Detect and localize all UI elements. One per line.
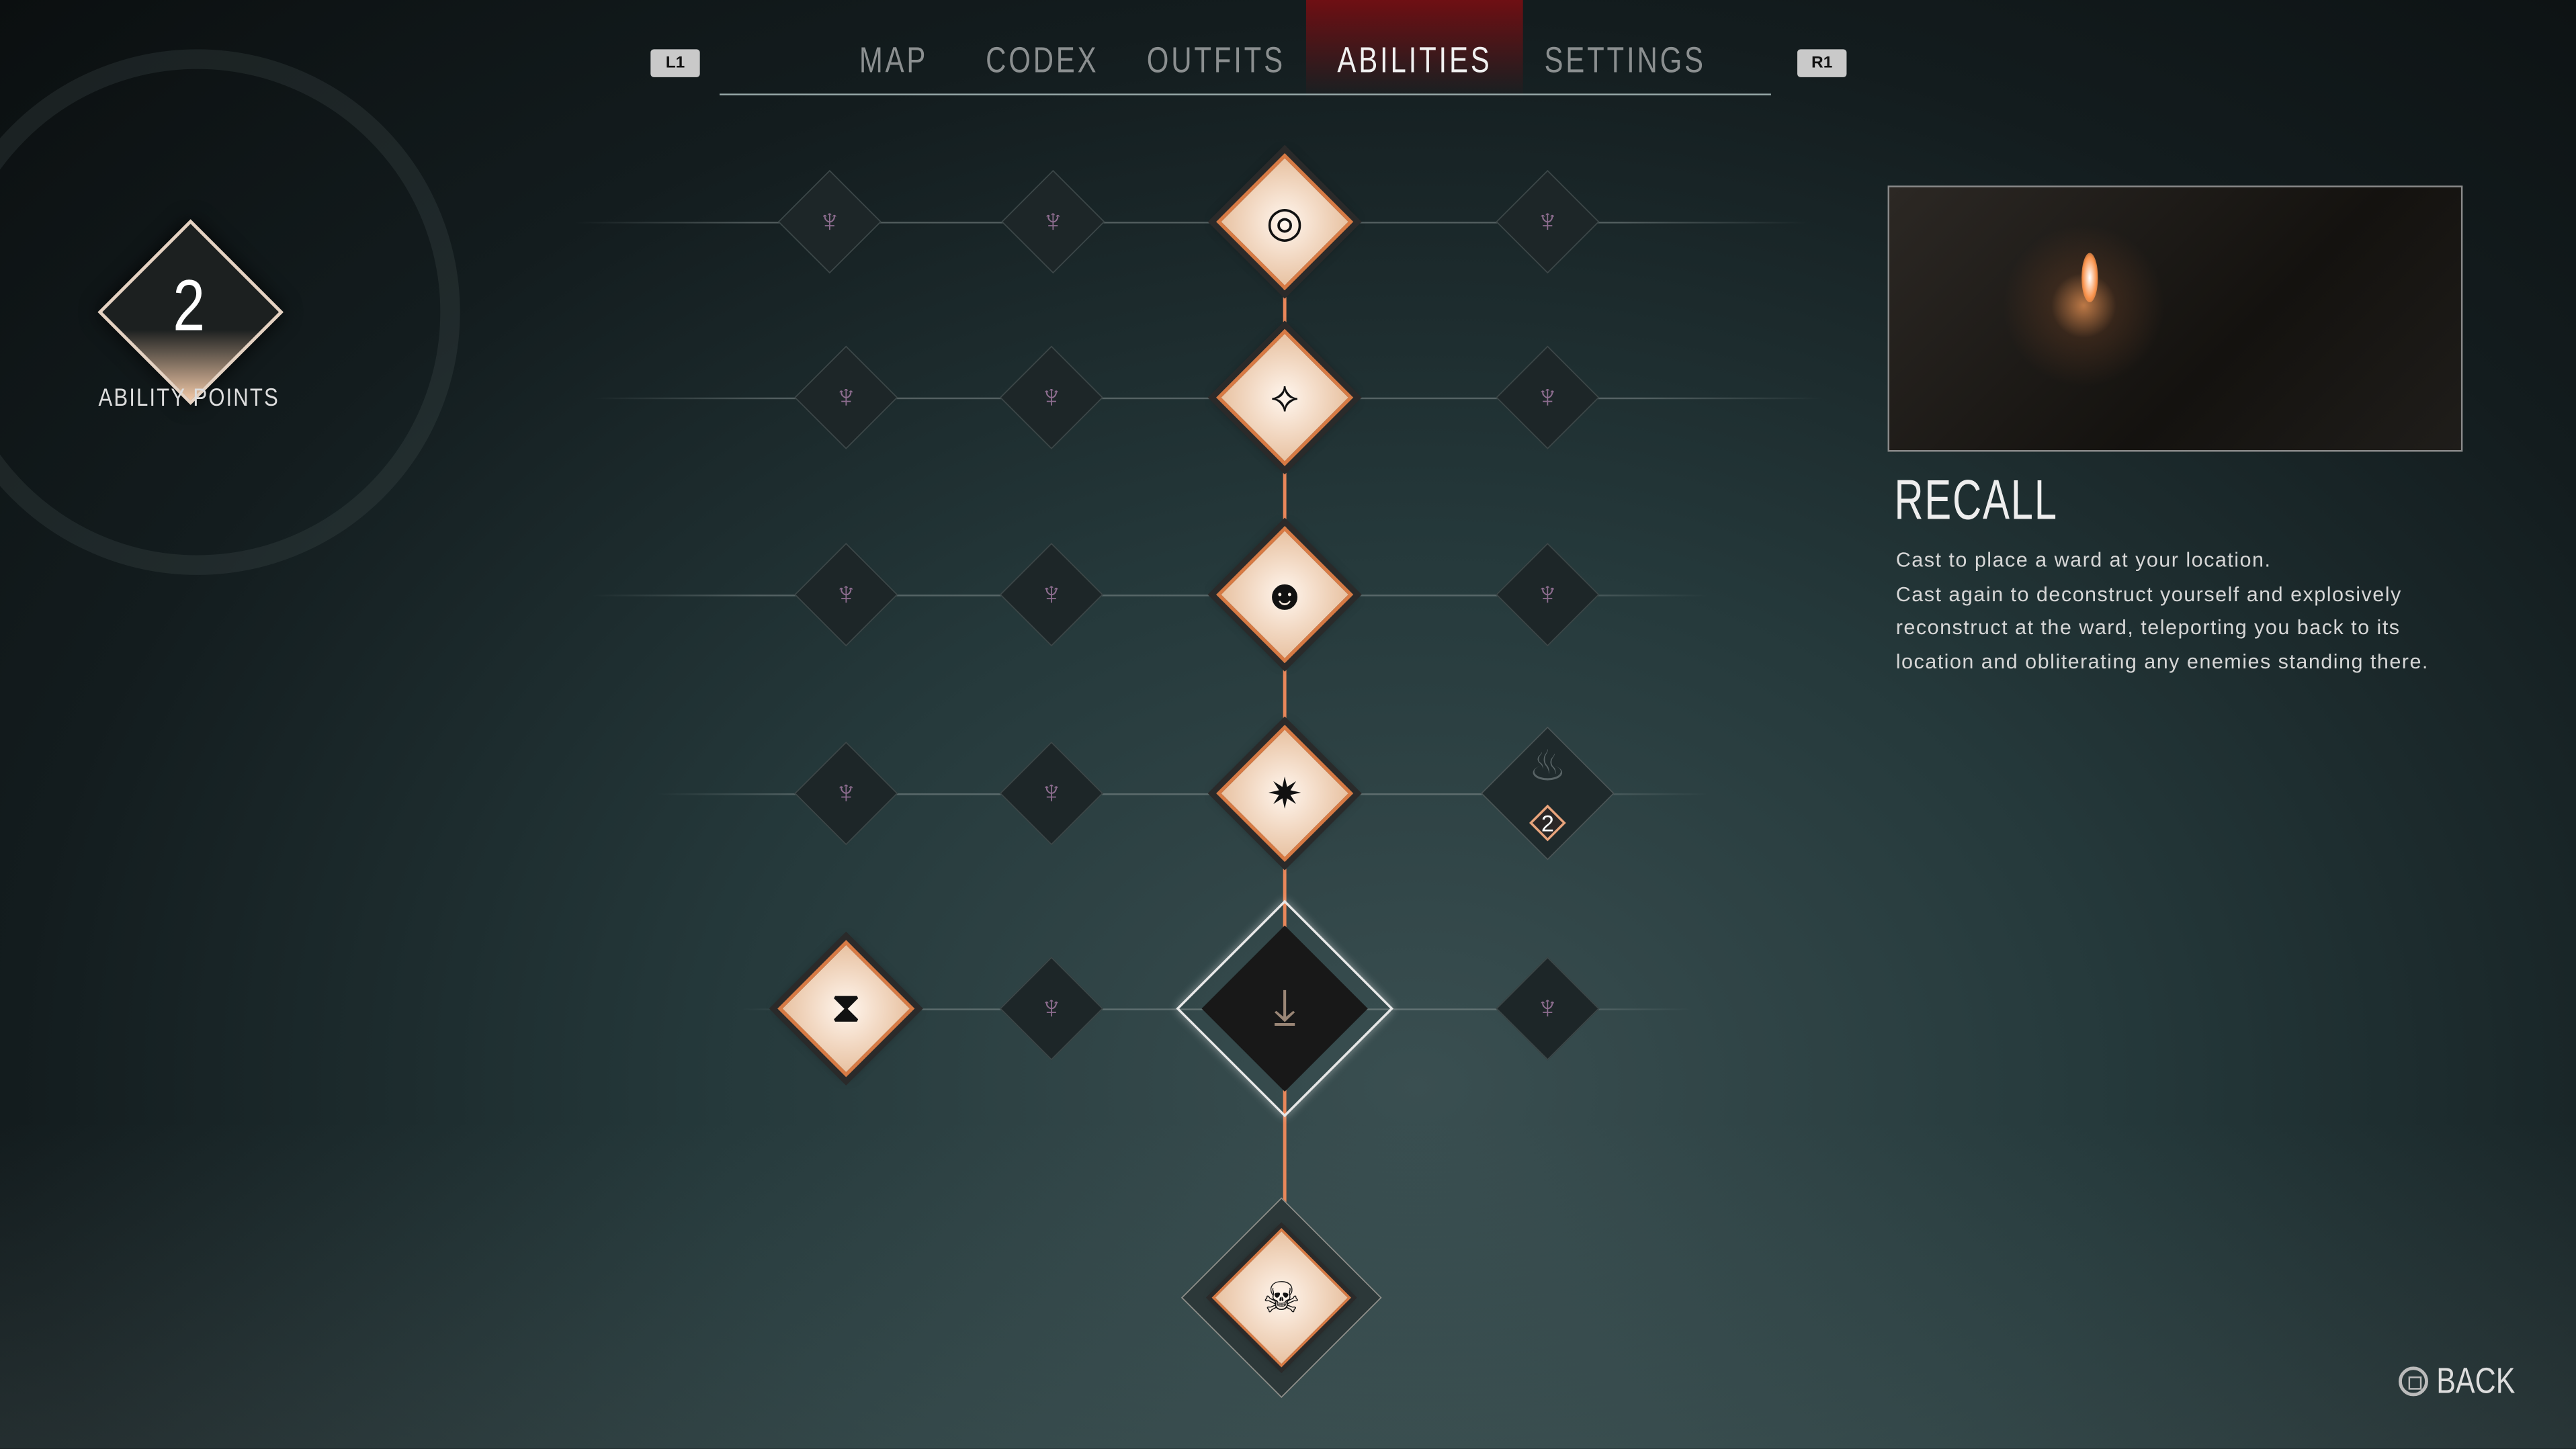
cost-badge-value: 2 <box>1541 809 1554 836</box>
locked-ability-node[interactable]: ♆ <box>1001 169 1105 274</box>
tab-settings[interactable]: SETTINGS <box>1544 39 1706 81</box>
ability-hourglass-icon: ⧗ <box>830 982 861 1032</box>
unlocked-ability-node[interactable]: ☻ <box>1216 526 1354 664</box>
unlocked-ability-node[interactable]: ⧗ <box>777 940 915 1078</box>
locked-rune-icon: ♆ <box>817 202 843 239</box>
ability-description: Cast to place a ward at your location. C… <box>1895 548 2429 673</box>
locked-rune-icon: ♆ <box>1039 576 1064 612</box>
locked-rune-icon: ♆ <box>1535 378 1560 415</box>
square-button-icon <box>2398 1366 2429 1397</box>
ability-blade-icon: ⟡ <box>1271 371 1299 421</box>
ability-points-count: 2 <box>173 266 206 347</box>
locked-ability-node[interactable]: ♆ <box>1496 542 1600 647</box>
unlocked-ability-node[interactable]: ☠ <box>1180 1197 1382 1399</box>
fire-ability-node[interactable]: ♨2 <box>1480 726 1615 861</box>
ability-recall-icon: ⤓ <box>1273 980 1296 1035</box>
back-button[interactable]: BACK <box>2398 1360 2535 1403</box>
locked-ability-node[interactable]: ♆ <box>1496 345 1600 449</box>
locked-ability-node[interactable]: ♆ <box>794 542 898 647</box>
back-label: BACK <box>2436 1360 2516 1401</box>
locked-rune-icon: ♆ <box>833 576 859 612</box>
locked-ability-node[interactable]: ♆ <box>794 741 898 846</box>
ability-ward-icon: ◎ <box>1266 196 1303 246</box>
locked-rune-icon: ♆ <box>1535 202 1560 239</box>
tab-codex[interactable]: CODEX <box>986 39 1099 81</box>
locked-rune-icon: ♆ <box>833 378 859 415</box>
locked-rune-icon: ♆ <box>1039 378 1064 415</box>
tab-map[interactable]: MAP <box>859 39 929 81</box>
locked-rune-icon: ♆ <box>1535 576 1560 612</box>
unlocked-ability-node[interactable]: ✷ <box>1216 724 1354 863</box>
ability-points-panel: 2 ABILITY POINTS <box>0 33 493 575</box>
ability-skull-drop-icon: ☠ <box>1262 1272 1301 1322</box>
unlocked-ability-node[interactable]: ◎ <box>1216 153 1354 291</box>
locked-ability-node[interactable]: ♆ <box>1496 957 1600 1061</box>
locked-rune-icon: ♆ <box>1039 990 1064 1026</box>
locked-ability-node[interactable]: ♆ <box>1496 169 1600 274</box>
ability-burst-icon: ✷ <box>1266 768 1303 818</box>
fire-icon: ♨ <box>1528 740 1567 791</box>
locked-ability-node[interactable]: ♆ <box>999 542 1104 647</box>
tree-row-line <box>657 793 1709 795</box>
tree-row-line <box>591 397 1824 400</box>
locked-ability-node[interactable]: ♆ <box>999 957 1104 1061</box>
ability-title: RECALL <box>1894 470 2058 533</box>
active-tab-glow <box>1305 0 1523 99</box>
locked-ability-node[interactable]: ♆ <box>999 345 1104 449</box>
ability-hooded-figure-icon: ☻ <box>1262 569 1307 619</box>
tab-abilities[interactable]: ABILITIES <box>1337 39 1492 81</box>
tab-outfits[interactable]: OUTFITS <box>1146 39 1285 81</box>
ward-flame <box>2081 253 2098 302</box>
locked-rune-icon: ♆ <box>1041 202 1066 239</box>
unlocked-ability-node[interactable]: ⟡ <box>1216 328 1354 466</box>
cost-badge: 2 <box>1529 804 1566 842</box>
ability-preview-video <box>1887 185 2463 452</box>
l1-bumper-button[interactable]: L1 <box>650 49 700 77</box>
top-nav: L1 R1 MAP CODEX OUTFITS ABILITIES SETTIN… <box>0 0 2576 115</box>
locked-ability-node[interactable]: ♆ <box>777 169 882 274</box>
tree-row-line <box>591 595 1709 597</box>
tree-row-line <box>574 222 1807 224</box>
selected-ability-node[interactable]: ⤓ <box>1176 899 1393 1118</box>
locked-rune-icon: ♆ <box>1535 990 1560 1026</box>
locked-ability-node[interactable]: ♆ <box>794 345 898 449</box>
locked-rune-icon: ♆ <box>833 774 859 811</box>
nav-divider <box>719 93 1771 95</box>
ability-points-label: ABILITY POINTS <box>98 384 280 412</box>
r1-bumper-button[interactable]: R1 <box>1797 49 1847 77</box>
locked-rune-icon: ♆ <box>1039 774 1064 811</box>
locked-ability-node[interactable]: ♆ <box>999 741 1104 846</box>
